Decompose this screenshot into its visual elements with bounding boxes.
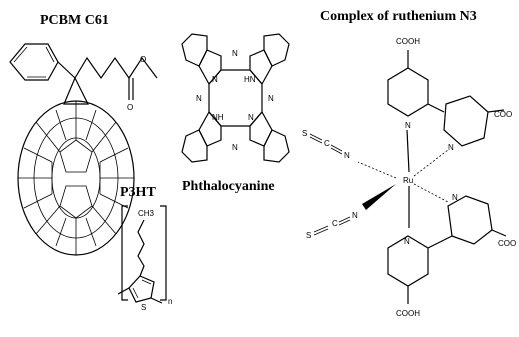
pcbm-ester-chain (74, 56, 158, 80)
ru-wedge-bond (362, 184, 396, 210)
pcbm-title: PCBM C61 (40, 13, 109, 28)
ru-ncs2-n: N (352, 211, 358, 220)
ru-cooh-right-bottom: COO (498, 239, 516, 248)
phthalocyanine-n-inner-br: N (248, 113, 254, 122)
ruthenium-title: Complex of ruthenium N3 (320, 9, 477, 24)
phthalocyanine-hn: HN (244, 75, 256, 84)
pcbm-carbonyl-o: O (127, 103, 133, 112)
phthalocyanine-structure: Phthalocyanine N N N N N HN NH N (181, 33, 290, 194)
ru-n-bottom-left: N (404, 237, 410, 246)
phthalocyanine-title: Phthalocyanine (182, 179, 275, 194)
ru-ncs2-s: S (306, 231, 311, 240)
pcbm-phenyl-ring (9, 43, 59, 81)
phthalocyanine-n-right: N (268, 94, 274, 103)
p3ht-ch3: CH3 (138, 209, 155, 218)
ru-ncs1-s: S (302, 129, 307, 138)
p3ht-thiophene (128, 275, 155, 303)
ruthenium-n3-structure: Complex of ruthenium N3 COOH N COO N Ru … (302, 9, 516, 318)
ru-ncs1-n: N (344, 151, 350, 160)
p3ht-bracket-right (160, 205, 167, 301)
phthalocyanine-n-bottom: N (232, 143, 238, 152)
phthalocyanine-n-top: N (232, 49, 238, 58)
ru-center: Ru (403, 176, 413, 185)
ru-n-top-right: N (448, 143, 454, 152)
ru-cooh-bottom: COOH (396, 309, 420, 318)
pcbm-cyclopropane (63, 76, 89, 105)
pcbm-ester-o: O (140, 55, 146, 64)
ru-bottom-pyridine-right (447, 195, 493, 245)
phthalocyanine-nh: NH (212, 113, 224, 122)
pcbm-structure: PCBM C61 O O (9, 13, 158, 256)
ru-top-pyridine-left (387, 67, 429, 117)
p3ht-title: P3HT (120, 185, 156, 200)
p3ht-sulfur: S (141, 303, 146, 312)
ru-cooh-top: COOH (396, 37, 420, 46)
phthalocyanine-n-left: N (196, 94, 202, 103)
ru-n-bottom-right: N (452, 193, 458, 202)
ru-top-pyridine-right (443, 95, 489, 147)
p3ht-repeat-n: n (168, 297, 172, 306)
ru-ncs1-c: C (324, 139, 330, 148)
phthalocyanine-n-inner-tl: N (212, 75, 218, 84)
ru-n-top-left: N (405, 121, 411, 130)
ru-cooh-right-top: COO (494, 110, 512, 119)
ru-ncs2-c: C (332, 219, 338, 228)
p3ht-structure: P3HT n CH3 S (117, 185, 172, 312)
p3ht-bracket-left (121, 205, 128, 301)
